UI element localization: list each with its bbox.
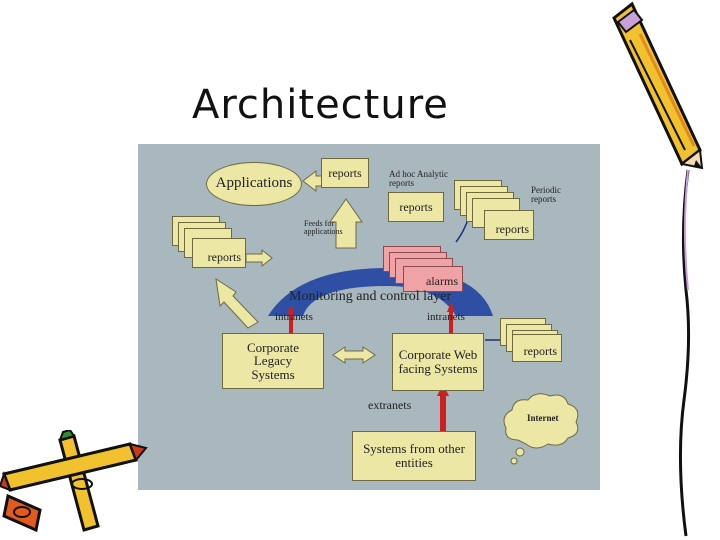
crayon-icon	[0, 430, 148, 533]
applications-ellipse: Applications	[206, 162, 302, 206]
intranets-right-label: intranets	[427, 311, 465, 323]
systems-other-label: Systems from other entities	[363, 441, 465, 470]
pencil-icon	[612, 1, 704, 170]
corporate-legacy-label: Corporate Legacy Systems	[247, 339, 299, 382]
feeds-label: Feeds for applications	[304, 219, 343, 237]
right-arrow-from-reports	[245, 248, 273, 268]
intranets-left-label: intranets	[275, 311, 313, 323]
diagonal-up-arrow	[215, 277, 259, 329]
alarms-label: alarms	[426, 274, 458, 288]
left-reports-front: reports	[192, 238, 246, 268]
periodic-reports-front: reports	[484, 210, 534, 240]
reports-label: reports	[207, 250, 241, 264]
feeds-up-arrow	[329, 198, 363, 249]
reports-label: reports	[399, 199, 433, 214]
internet-label: Internet	[527, 413, 559, 423]
reports-box-top: reports	[321, 158, 369, 188]
right-reports-front: reports	[512, 334, 562, 362]
crayon-clipart	[0, 430, 148, 533]
reports-label: reports	[328, 165, 362, 180]
corporate-web-label: Corporate Web facing Systems	[398, 347, 478, 376]
adhoc-label: Ad hoc Analytic reports	[389, 169, 448, 189]
alarms-front: alarms	[403, 266, 463, 292]
systems-other-box: Systems from other entities	[352, 431, 476, 481]
double-arrow	[332, 346, 376, 364]
corporate-web-box: Corporate Web facing Systems	[392, 333, 484, 391]
architecture-diagram: Applications reports Ad hoc Analytic rep…	[138, 144, 600, 490]
periodic-label: Periodic reports	[531, 185, 561, 205]
cloud-bubble-2	[510, 457, 518, 465]
cloud-bubble-1	[515, 447, 525, 457]
internet-cloud	[503, 393, 579, 449]
extranets-label: extranets	[368, 398, 412, 412]
applications-label: Applications	[215, 175, 293, 192]
adhoc-reports-box: reports	[388, 192, 444, 222]
red-connector-right-bar	[449, 308, 453, 334]
pencil-trail-squiggle	[678, 169, 691, 537]
reports-label: reports	[523, 344, 557, 358]
reports-label: reports	[495, 222, 529, 236]
red-connector-extranet-bar	[440, 394, 446, 432]
slide-title: Architecture	[192, 82, 449, 128]
monitoring-label: Monitoring and control layer	[289, 289, 452, 304]
pencil-clipart	[612, 1, 704, 537]
corporate-legacy-box: Corporate Legacy Systems	[222, 333, 324, 389]
red-connector-right	[447, 302, 455, 312]
red-connector-left-bar	[289, 308, 293, 334]
